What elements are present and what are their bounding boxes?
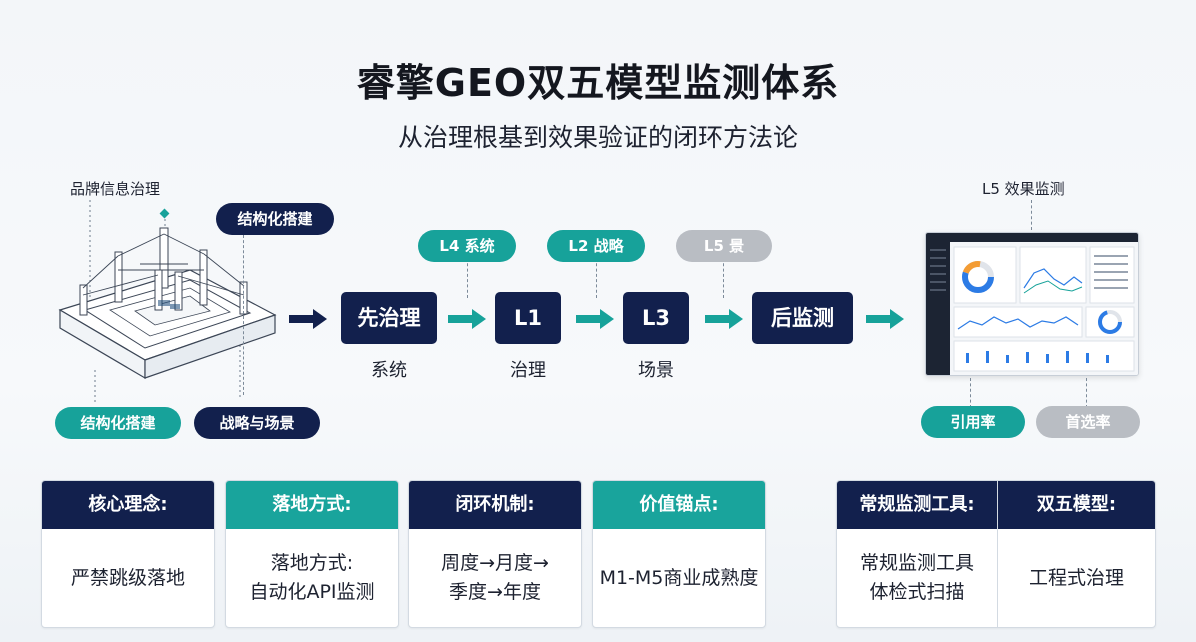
caption-scene: 场景	[638, 360, 674, 381]
arrow-right-icon	[576, 309, 614, 329]
card-core-concept-head: 核心理念:	[42, 481, 214, 529]
l5-effect-monitoring-label: L5 效果监测	[982, 180, 1065, 198]
diagram-title: 睿擎GEO双五模型监测体系	[356, 61, 840, 105]
caption-governance: 治理	[510, 360, 546, 381]
card-value-anchor-body: M1-M5商业成熟度	[599, 566, 759, 589]
pill-l5-scene: L5 景	[676, 230, 772, 262]
card-comparison: 常规监测工具: 常规监测工具体检式扫描 双五模型: 工程式治理	[836, 480, 1156, 628]
caption-system: 系统	[371, 360, 407, 381]
card-comparison-left-body: 常规监测工具体检式扫描	[859, 552, 974, 603]
arrow-right-icon	[289, 309, 327, 329]
card-value-anchor: 价值锚点: M1-M5商业成熟度	[592, 480, 766, 628]
pill-l4-system: L4 系统	[418, 230, 516, 262]
monitoring-dashboard-thumbnail	[925, 232, 1139, 376]
foundation-illustration	[58, 200, 277, 405]
card-value-anchor-head: 价值锚点:	[593, 481, 765, 529]
pill-structured-build-top: 结构化搭建	[216, 203, 334, 235]
card-closed-loop: 闭环机制: 周度→月度→季度→年度	[408, 480, 582, 628]
pill-preferred-rate: 首选率	[1036, 406, 1140, 438]
card-comparison-left-head: 常规监测工具:	[837, 481, 997, 529]
pill-l2-strategy: L2 战略	[547, 230, 645, 262]
diamond-marker-icon	[159, 208, 170, 219]
card-comparison-right-head: 双五模型:	[998, 481, 1155, 529]
card-core-concept-body: 严禁跳级落地	[70, 566, 185, 589]
step-l1: L1	[495, 292, 561, 344]
step-governance-first: 先治理	[341, 292, 437, 344]
step-l3: L3	[623, 292, 689, 344]
arrow-right-icon	[705, 309, 743, 329]
diagram-subtitle: 从治理根基到效果验证的闭环方法论	[397, 123, 798, 152]
arrow-right-icon	[866, 309, 904, 329]
arrow-right-icon	[448, 309, 486, 329]
card-closed-loop-head: 闭环机制:	[409, 481, 581, 529]
pill-strategy-and-scene: 战略与场景	[194, 407, 320, 439]
card-comparison-right-body: 工程式治理	[1028, 566, 1124, 589]
card-landing-method-body: 落地方式:自动化API监测	[249, 552, 375, 603]
pill-structured-build-bottom: 结构化搭建	[55, 407, 181, 439]
brand-governance-label: 品牌信息治理	[70, 180, 161, 198]
pill-citation-rate: 引用率	[921, 406, 1025, 438]
card-core-concept: 核心理念: 严禁跳级落地	[41, 480, 215, 628]
card-landing-method-head: 落地方式:	[226, 481, 398, 529]
card-landing-method: 落地方式: 落地方式:自动化API监测	[225, 480, 399, 628]
step-monitor-after: 后监测	[752, 292, 853, 344]
card-closed-loop-body: 周度→月度→季度→年度	[441, 552, 549, 603]
